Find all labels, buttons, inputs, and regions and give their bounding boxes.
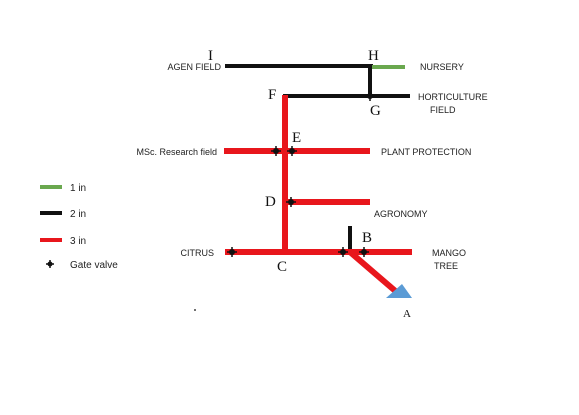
gate-valve-icon	[365, 91, 375, 101]
pipe-a-b-3in	[348, 249, 402, 298]
gate-valve-icon	[271, 146, 281, 156]
legend-label-1in: 1 in	[70, 183, 86, 194]
label-horticulture: HORTICULTURE	[418, 92, 488, 102]
node-label-c: C	[277, 259, 287, 275]
label-msc-research-field: MSc. Research field	[136, 147, 217, 157]
gate-valve-icon	[227, 247, 237, 257]
gate-valve-icon	[338, 247, 348, 257]
node-label-f: F	[268, 87, 276, 103]
node-label-i: I	[208, 48, 213, 64]
node-label-e: E	[292, 130, 301, 146]
label-horticulture-field: FIELD	[430, 105, 456, 115]
node-label-d: D	[265, 194, 276, 210]
gate-valve-icon	[286, 197, 296, 207]
legend-label-3in: 3 in	[70, 236, 86, 247]
label-agen-field: AGEN FIELD	[167, 62, 221, 72]
stray-dot	[194, 309, 196, 311]
node-label-g: G	[370, 103, 381, 119]
label-citrus: CITRUS	[181, 248, 215, 258]
water-source-icon	[386, 284, 412, 298]
gate-valve-icon	[359, 247, 369, 257]
gate-valve-icon	[287, 146, 297, 156]
label-agronomy: AGRONOMY	[374, 209, 428, 219]
label-mango: MANGO	[432, 248, 466, 258]
legend-label-gate-valve: Gate valve	[70, 260, 118, 271]
node-label-b: B	[362, 230, 372, 246]
valve-icon	[46, 260, 54, 268]
label-nursery: NURSERY	[420, 62, 464, 72]
label-mango-tree: TREE	[434, 261, 458, 271]
legend-label-2in: 2 in	[70, 209, 86, 220]
node-label-h: H	[368, 48, 379, 64]
label-plant-protection: PLANT PROTECTION	[381, 147, 471, 157]
node-label-a: A	[403, 308, 411, 320]
legend: 1 in 2 in 3 in Gate valve	[40, 183, 118, 271]
